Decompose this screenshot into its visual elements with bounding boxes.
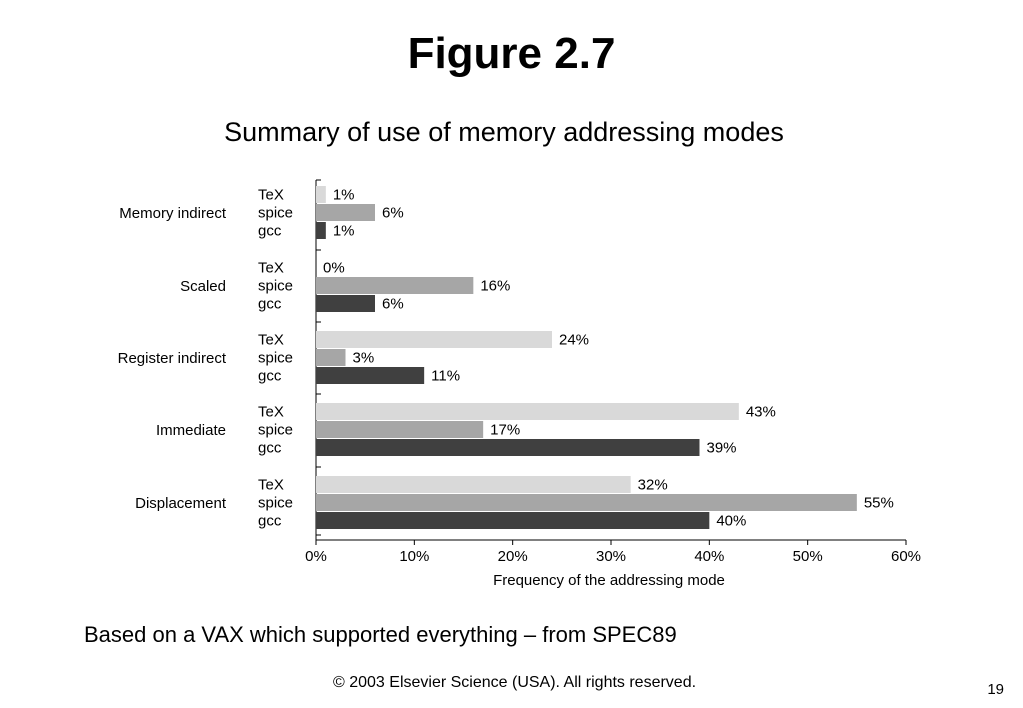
value-label: 43% xyxy=(746,404,776,421)
series-label-gcc: gcc xyxy=(258,513,282,530)
series-label-gcc: gcc xyxy=(258,223,282,240)
value-label: 55% xyxy=(864,495,894,512)
x-axis-label: Frequency of the addressing mode xyxy=(493,572,725,589)
bar-gcc xyxy=(316,439,700,456)
bar-spice xyxy=(316,494,857,511)
x-tick-label: 50% xyxy=(793,548,823,565)
series-label-tex: TeX xyxy=(258,187,284,204)
slide-title: Figure 2.7 xyxy=(407,29,616,78)
value-label: 16% xyxy=(480,278,510,295)
bar-spice xyxy=(316,204,375,221)
bar-gcc xyxy=(316,367,425,384)
series-label-tex: TeX xyxy=(258,477,284,494)
value-label: 1% xyxy=(333,187,355,204)
series-label-tex: TeX xyxy=(258,404,284,421)
series-label-tex: TeX xyxy=(258,332,284,349)
bar-tex xyxy=(316,476,631,493)
value-label: 39% xyxy=(707,440,737,457)
x-tick-label: 20% xyxy=(498,548,528,565)
category-label: Memory indirect xyxy=(119,205,227,222)
bar-gcc xyxy=(316,222,326,239)
x-tick-label: 60% xyxy=(891,548,921,565)
value-label: 1% xyxy=(333,223,355,240)
value-label: 32% xyxy=(638,477,668,494)
series-label-spice: spice xyxy=(258,205,293,222)
bar-spice xyxy=(316,421,484,438)
series-label-spice: spice xyxy=(258,278,293,295)
series-label-gcc: gcc xyxy=(258,296,282,313)
value-label: 6% xyxy=(382,296,404,313)
series-label-spice: spice xyxy=(258,350,293,367)
value-label: 24% xyxy=(559,332,589,349)
slide-caption: Based on a VAX which supported everythin… xyxy=(84,622,677,647)
value-label: 17% xyxy=(490,422,520,439)
series-label-gcc: gcc xyxy=(258,440,282,457)
value-label: 3% xyxy=(353,350,375,367)
bar-gcc xyxy=(316,295,375,312)
x-tick-label: 10% xyxy=(399,548,429,565)
category-label: Register indirect xyxy=(118,350,227,367)
value-label: 6% xyxy=(382,205,404,222)
copyright-notice: © 2003 Elsevier Science (USA). All right… xyxy=(333,674,697,691)
value-label: 11% xyxy=(431,368,460,385)
x-tick-label: 30% xyxy=(596,548,626,565)
page-number: 19 xyxy=(987,681,1004,698)
bar-spice xyxy=(316,349,346,366)
bar-gcc xyxy=(316,512,710,529)
series-label-gcc: gcc xyxy=(258,368,282,385)
bar-tex xyxy=(316,403,739,420)
series-label-tex: TeX xyxy=(258,260,284,277)
category-label: Scaled xyxy=(180,278,226,295)
series-label-spice: spice xyxy=(258,422,293,439)
slide-subtitle: Summary of use of memory addressing mode… xyxy=(224,117,784,147)
bar-spice xyxy=(316,277,474,294)
x-tick-label: 0% xyxy=(305,548,327,565)
x-tick-label: 40% xyxy=(694,548,724,565)
category-label: Displacement xyxy=(135,495,227,512)
value-label: 40% xyxy=(716,513,746,530)
value-label: 0% xyxy=(323,260,345,277)
bar-tex xyxy=(316,186,326,203)
series-label-spice: spice xyxy=(258,495,293,512)
bar-tex xyxy=(316,331,552,348)
category-label: Immediate xyxy=(156,422,226,439)
